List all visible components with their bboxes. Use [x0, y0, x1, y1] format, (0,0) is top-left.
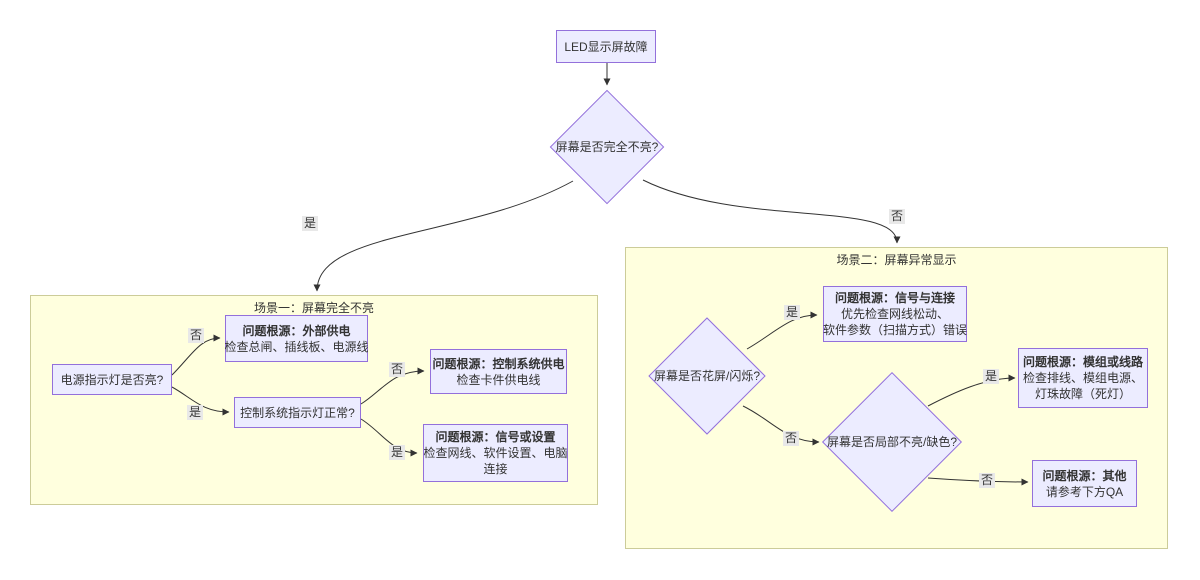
node-other: 问题根源：其他 请参考下方QA [1032, 460, 1137, 507]
signal-connection-title: 问题根源：信号与连接 [834, 291, 955, 305]
edge-main-no [642, 179, 901, 244]
signal-connection-desc1: 优先检查网线松动、 [840, 307, 949, 321]
node-signal-settings: 问题根源：信号或设置 检查网线、软件设置、电脑 连接 [423, 424, 568, 482]
edge-label-flicker-yes: 是 [784, 305, 801, 320]
signal-connection-desc2: 软件参数（扫描方式）错误 [823, 323, 968, 337]
module-circuit-desc2: 灯珠故障（死灯） [1034, 387, 1131, 401]
scene2-title: 场景二：屏幕异常显示 [836, 253, 957, 267]
external-power-title: 问题根源：外部供电 [242, 323, 351, 338]
node-root-label: LED显示屏故障 [564, 39, 648, 54]
edge-label-partial-no: 否 [979, 473, 996, 488]
decision-screen-dark: 屏幕是否完全不亮? [549, 89, 665, 205]
decision-partial-dark: 屏幕是否局部不亮/缺色? [821, 371, 963, 513]
ctrl-power-desc: 检查卡件供电线 [456, 372, 541, 387]
signal-settings-desc2: 连接 [483, 462, 508, 476]
node-ctrl-led-label: 控制系统指示灯正常? [240, 405, 355, 420]
edge-label-power-yes: 是 [187, 405, 204, 420]
edge-label-ctrl-yes: 是 [389, 445, 406, 460]
decision-flicker: 屏幕是否花屏/闪烁? [647, 317, 767, 435]
node-signal-connection: 问题根源：信号与连接 优先检查网线松动、 软件参数（扫描方式）错误 [823, 286, 967, 342]
scene1-title: 场景一：屏幕完全不亮 [253, 301, 374, 315]
node-external-power: 问题根源：外部供电 检查总闸、插线板、电源线 [224, 315, 369, 362]
signal-settings-desc1: 检查网线、软件设置、电脑 [423, 446, 568, 460]
module-circuit-desc1: 检查排线、模组电源、 [1022, 371, 1143, 385]
edge-label-flicker-no: 否 [783, 431, 800, 446]
external-power-desc: 检查总闸、插线板、电源线 [224, 339, 369, 354]
node-power-led-label: 电源指示灯是否亮? [60, 372, 164, 387]
node-ctrl-led-question: 控制系统指示灯正常? [234, 397, 361, 428]
node-module-circuit: 问题根源：模组或线路 检查排线、模组电源、 灯珠故障（死灯） [1018, 348, 1148, 408]
node-power-led-question: 电源指示灯是否亮? [52, 364, 172, 395]
edge-label-main-no: 否 [889, 209, 906, 224]
edge-label-partial-yes: 是 [983, 369, 1000, 384]
edge-label-ctrl-no: 否 [389, 362, 406, 377]
signal-settings-title: 问题根源：信号或设置 [435, 430, 556, 444]
edge-label-power-no: 否 [188, 328, 205, 343]
ctrl-power-title: 问题根源：控制系统供电 [432, 356, 565, 371]
decision-partial-dark-label: 屏幕是否局部不亮/缺色? [826, 435, 957, 449]
node-root: LED显示屏故障 [556, 30, 656, 63]
module-circuit-title: 问题根源：模组或线路 [1022, 355, 1143, 369]
other-desc: 请参考下方QA [1045, 484, 1124, 499]
decision-flicker-label: 屏幕是否花屏/闪烁? [653, 369, 760, 383]
edge-label-main-yes: 是 [302, 216, 319, 231]
edge-main-yes [313, 180, 574, 292]
node-ctrl-power: 问题根源：控制系统供电 检查卡件供电线 [430, 349, 567, 394]
decision-screen-dark-label: 屏幕是否完全不亮? [555, 140, 659, 154]
other-title: 问题根源：其他 [1042, 468, 1127, 483]
